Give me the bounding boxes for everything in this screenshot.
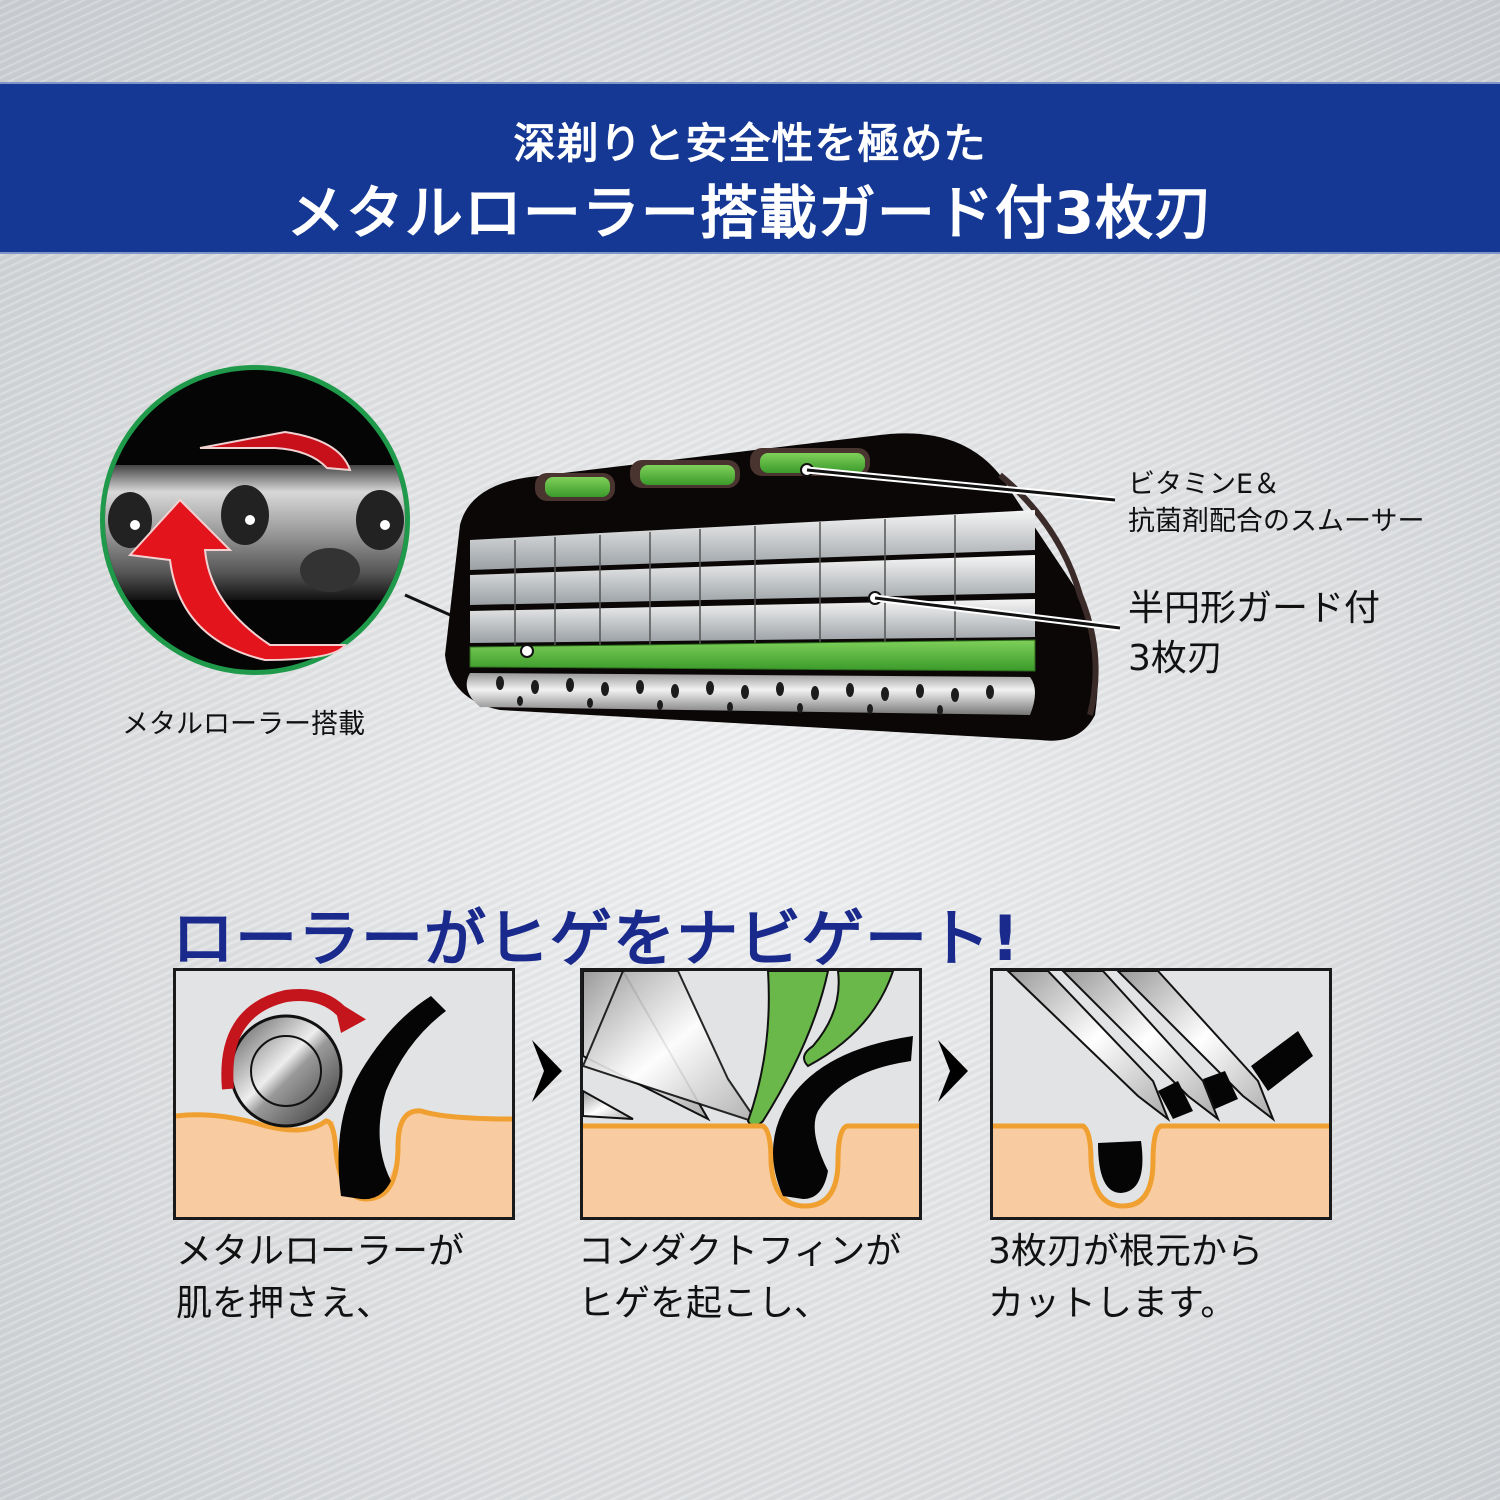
- step-caption-3: 3枚刃が根元から カットします。: [988, 1226, 1263, 1330]
- callout-smoother-line2: 抗菌剤配合のスムーサー: [1128, 506, 1425, 537]
- callout-blades-line2: 3枚刃: [1128, 638, 1223, 679]
- callout-blades: 半円形ガード付 3枚刃: [1128, 584, 1380, 684]
- step-caption-3-line2: カットします。: [988, 1283, 1237, 1324]
- banner-subtitle: 深剃りと安全性を極めた: [513, 119, 987, 168]
- step-panel-fin: [580, 968, 922, 1220]
- callout-smoother: ビタミンE＆ 抗菌剤配合のスムーサー: [1128, 466, 1424, 540]
- step-arrow-1: [532, 1040, 564, 1106]
- step-caption-2-line2: ヒゲを起こし、: [578, 1283, 831, 1324]
- leader-lines-right: [806, 466, 1121, 632]
- step-caption-2: コンダクトフィンが ヒゲを起こし、: [578, 1226, 901, 1330]
- step-caption-1: メタルローラーが 肌を押さえ、: [176, 1226, 464, 1330]
- step-panel-roller: [173, 968, 515, 1220]
- metal-roller-label: メタルローラー搭載: [122, 709, 365, 740]
- metal-roller-zoom-circle: [95, 360, 415, 680]
- header-banner: 深剃りと安全性を極めた メタルローラー搭載ガード付3枚刃: [0, 82, 1500, 254]
- callout-smoother-line1: ビタミンE＆: [1128, 469, 1281, 500]
- callout-blades-line1: 半円形ガード付: [1128, 588, 1381, 629]
- step-caption-1-line2: 肌を押さえ、: [176, 1283, 393, 1324]
- navigate-title: ローラーがヒゲをナビゲート!: [172, 902, 1021, 975]
- banner-title: メタルローラー搭載ガード付3枚刃: [286, 179, 1214, 247]
- step-caption-2-line1: コンダクトフィンが: [578, 1231, 902, 1272]
- step-arrow-2: [938, 1040, 970, 1106]
- step-caption-1-line1: メタルローラーが: [176, 1231, 465, 1272]
- step-caption-3-line1: 3枚刃が根元から: [988, 1231, 1263, 1272]
- razor-head-illustration: [440, 415, 1120, 755]
- step-panel-blades: [990, 968, 1332, 1220]
